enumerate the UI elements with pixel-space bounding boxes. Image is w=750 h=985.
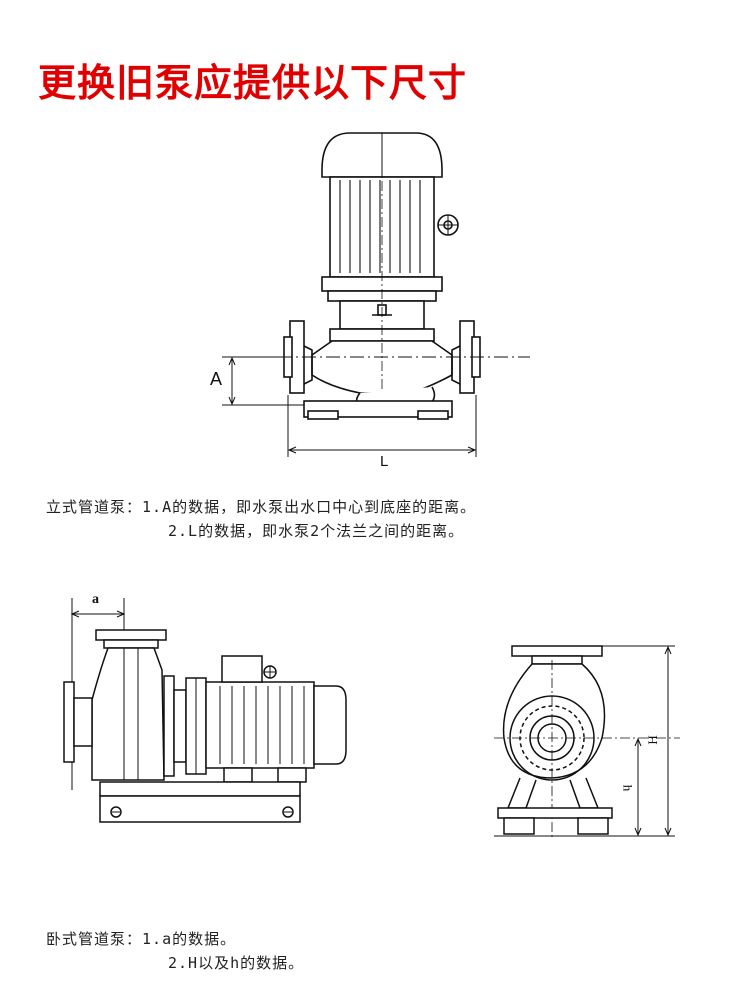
dim-a-label: A xyxy=(210,369,223,389)
pump-base xyxy=(303,400,453,418)
vertical-note-prefix: 立式管道泵： xyxy=(46,498,143,516)
vertical-note-line2: 2.L的数据，即水泵2个法兰之间的距离。 xyxy=(168,520,464,541)
horizontal-pump-side-diagram: a xyxy=(60,590,360,840)
vertical-note-line1: 立式管道泵：1.A的数据，即水泵出水口中心到底座的距离。 xyxy=(46,496,476,517)
pump-casing xyxy=(91,647,165,781)
dim-h-label: h xyxy=(620,784,636,792)
motor-fins xyxy=(339,180,421,273)
horizontal-note-line1: 卧式管道泵：1.a的数据。 xyxy=(46,928,236,949)
motor-body xyxy=(205,681,315,769)
page-title: 更换旧泵应提供以下尺寸 xyxy=(38,61,468,105)
inlet-flange xyxy=(63,681,75,763)
horizontal-pump-front-diagram: H h xyxy=(490,640,690,850)
dim-l-label: L xyxy=(380,453,389,470)
horizontal-note-line2: 2.H以及h的数据。 xyxy=(168,952,304,973)
motor-fins xyxy=(219,686,305,764)
volute xyxy=(502,663,606,779)
vertical-note-text2: 2.L的数据，即水泵2个法兰之间的距离。 xyxy=(168,522,465,540)
dim-a-small-label: a xyxy=(92,592,99,607)
vertical-pump-diagram: A L xyxy=(200,125,540,475)
horizontal-note-prefix: 卧式管道泵： xyxy=(46,930,143,948)
dim-H-label: H xyxy=(645,735,661,745)
vertical-note-text1: 1.A的数据，即水泵出水口中心到底座的距离。 xyxy=(142,498,477,516)
pump-base xyxy=(99,781,301,797)
horizontal-note-text2: 2.H以及h的数据。 xyxy=(168,954,305,972)
horizontal-note-text1: 1.a的数据。 xyxy=(142,930,237,948)
